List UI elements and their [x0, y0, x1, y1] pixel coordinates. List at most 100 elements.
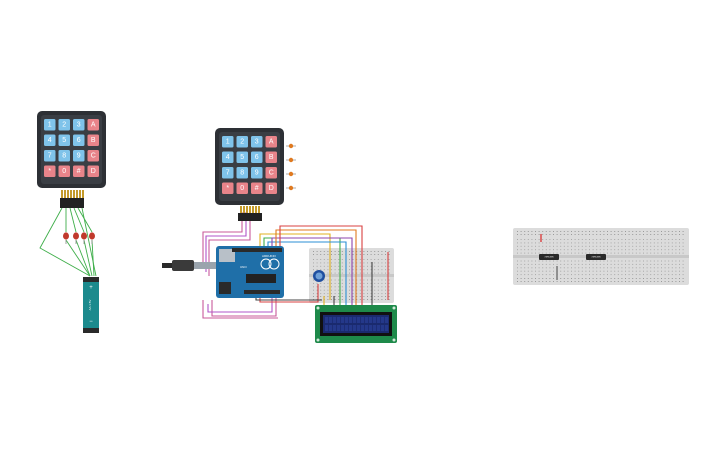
led-row [63, 232, 95, 244]
diode-2[interactable] [286, 157, 296, 163]
key-label: D [91, 168, 96, 175]
ic-chip-1-label: 74HC595 [544, 257, 554, 259]
key-label: 0 [240, 185, 244, 192]
diode-1[interactable] [286, 143, 296, 149]
key-label: 5 [240, 154, 244, 161]
lcd-16x2[interactable] [315, 305, 397, 343]
led-red-1[interactable] [63, 232, 69, 244]
keypad-1-key-2[interactable]: 2 [58, 119, 71, 131]
breadboard-small-holes [313, 251, 390, 300]
key-label: B [269, 154, 274, 161]
key-label: 3 [255, 139, 259, 146]
potentiometer[interactable] [313, 270, 325, 282]
key-label: A [269, 139, 274, 146]
key-label: 6 [77, 137, 81, 144]
keypad-1-key-B[interactable]: B [87, 134, 100, 147]
key-label: 1 [48, 122, 52, 129]
keypad-1[interactable]: 1 2 3 A 4 5 6 B 7 8 9 C * 0 # D [37, 111, 106, 188]
keypad-1-key-D[interactable]: D [87, 165, 100, 178]
keypad-2-connector [238, 206, 262, 221]
keypad-1-connector [60, 190, 84, 208]
keypad-1-key-8[interactable]: 8 [58, 150, 71, 162]
keypad-1-key-hash[interactable]: # [73, 165, 85, 178]
led-red-4[interactable] [89, 232, 95, 244]
keypad-2-key-star[interactable]: * [222, 182, 234, 195]
arduino-uno[interactable]: ARDUINO UNO [216, 246, 284, 298]
keypad-2-key-7[interactable]: 7 [222, 167, 234, 179]
key-label: * [226, 185, 229, 192]
led-red-2[interactable] [73, 232, 79, 244]
keypad-1-key-4[interactable]: 4 [44, 134, 56, 147]
key-label: D [269, 185, 274, 192]
arduino-brand: ARDUINO [262, 254, 277, 258]
keypad-2-key-B[interactable]: B [265, 151, 278, 164]
keypad-2-key-A[interactable]: A [265, 136, 278, 148]
key-label: 3 [77, 122, 81, 129]
keypad-2-key-6[interactable]: 6 [251, 151, 263, 164]
key-label: C [91, 153, 96, 160]
battery-label: AA 1.5V [88, 300, 92, 311]
key-label: 0 [62, 168, 66, 175]
right-circuit: 74HC595 74HC595 [513, 228, 689, 285]
key-label: 7 [48, 153, 52, 160]
lcd-cells [325, 317, 389, 331]
diode-3[interactable] [286, 171, 296, 177]
arduino-logo-text: UNO [240, 265, 247, 269]
diode-stack [286, 143, 296, 191]
key-label: # [255, 185, 259, 192]
key-label: A [91, 122, 96, 129]
keypad-1-key-0[interactable]: 0 [58, 165, 71, 178]
arduino-logo-icon [260, 258, 272, 270]
key-label: C [269, 170, 274, 177]
battery-minus: − [89, 319, 93, 325]
key-label: 2 [240, 139, 244, 146]
keypad-2-key-C[interactable]: C [265, 167, 278, 179]
keypad-1-key-A[interactable]: A [87, 119, 100, 131]
ic-chip-2[interactable]: 74HC595 [586, 254, 606, 260]
keypad-1-key-5[interactable]: 5 [58, 134, 71, 147]
ic-chip-1[interactable]: 74HC595 [539, 254, 559, 260]
battery-aa[interactable]: + − AA 1.5V [83, 277, 99, 333]
keypad-2-key-4[interactable]: 4 [222, 151, 234, 164]
key-label: * [48, 168, 51, 175]
led-red-3[interactable] [81, 232, 87, 244]
key-label: 4 [48, 137, 52, 144]
key-label: 1 [226, 139, 230, 146]
keypad-1-key-1[interactable]: 1 [44, 119, 56, 131]
keypad-2-key-hash[interactable]: # [251, 182, 263, 195]
keypad-2-key-5[interactable]: 5 [236, 151, 249, 164]
key-label: 8 [62, 153, 66, 160]
key-label: 7 [226, 170, 230, 177]
keypad-1-key-star[interactable]: * [44, 165, 56, 178]
key-label: 2 [62, 122, 66, 129]
keypad-1-key-C[interactable]: C [87, 150, 100, 162]
keypad-2-key-3[interactable]: 3 [251, 136, 263, 148]
key-label: # [77, 168, 81, 175]
key-label: 4 [226, 154, 230, 161]
key-label: B [91, 137, 96, 144]
key-label: 8 [240, 170, 244, 177]
usb-cable[interactable] [162, 260, 220, 271]
key-label: 9 [77, 153, 81, 160]
wire-group-left [39, 207, 97, 277]
keypad-1-key-9[interactable]: 9 [73, 150, 85, 162]
keypad-2-key-8[interactable]: 8 [236, 167, 249, 179]
breadboard-large-holes [517, 231, 684, 282]
keypad-2-key-2[interactable]: 2 [236, 136, 249, 148]
keypad-2-key-1[interactable]: 1 [222, 136, 234, 148]
key-label: 6 [255, 154, 259, 161]
keypad-2-key-9[interactable]: 9 [251, 167, 263, 179]
keypad-1-key-6[interactable]: 6 [73, 134, 85, 147]
keypad-1-key-3[interactable]: 3 [73, 119, 85, 131]
key-label: 5 [62, 137, 66, 144]
keypad-2-key-D[interactable]: D [265, 182, 278, 195]
keypad-1-key-7[interactable]: 7 [44, 150, 56, 162]
keypad-1-keys[interactable]: 1 2 3 A 4 5 6 B 7 8 9 C * 0 # D [44, 119, 99, 177]
wire-group-middle [202, 212, 389, 319]
keypad-2-key-0[interactable]: 0 [236, 182, 249, 195]
diode-4[interactable] [286, 185, 296, 191]
